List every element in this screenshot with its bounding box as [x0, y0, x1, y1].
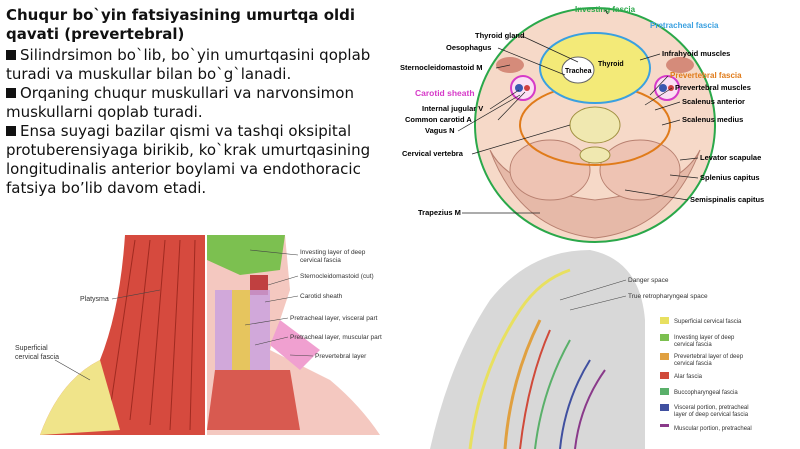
- splenius-label: Splenius capitus: [700, 173, 760, 182]
- carotid-artery-left: [524, 85, 530, 91]
- legend-swatch: [660, 353, 669, 360]
- bullet-text: Silindrsimon bo`lib, bo`yin umurtqasini …: [6, 46, 371, 83]
- superficial-fascia-label-2: cervical fascia: [15, 354, 59, 361]
- vertebra-process: [579, 146, 611, 164]
- legend-label: Visceral portion, pretracheal: [674, 405, 749, 411]
- visceral-line: [559, 359, 591, 449]
- prevertebral-muscles-label: Prevertebral muscles: [675, 83, 751, 92]
- legend-label: Investing layer of deep: [674, 335, 735, 341]
- carotid-sheath-label-2: Carotid sheath: [300, 293, 343, 300]
- slide-title: Chuqur bo`yin fatsiyasining umurtqa oldi…: [6, 6, 356, 43]
- scm-right: [666, 57, 694, 73]
- scm-cut-label: Sternocleidomastoid (cut): [300, 273, 374, 280]
- thyroid-gland-label: Thyroid gland: [475, 31, 525, 40]
- jugular-vein-right: [659, 84, 667, 92]
- superficial-fascia: [40, 360, 120, 435]
- vagus-label: Vagus N: [425, 126, 455, 135]
- bullet-text: Orqaning chuqur muskullari va narvonsimo…: [6, 84, 354, 121]
- bullet-item: Ensa suyagi bazilar qismi va tashqi oksi…: [6, 122, 396, 198]
- cross-section-figure: Trachea Thyroid Investing fascia Pretrac…: [400, 0, 800, 245]
- leader-lines: [457, 9, 699, 214]
- neck-anterior-figure: Platysma Superficial cervical fascia Inv…: [0, 230, 400, 449]
- legend-swatch: [660, 334, 669, 341]
- prevertebral-line: [503, 319, 542, 449]
- bullet-item: Silindrsimon bo`lib, bo`yin umurtqasini …: [6, 46, 396, 84]
- vertebra-label: Cervical vertebra: [402, 149, 464, 158]
- danger-space-label: Danger space: [628, 277, 669, 284]
- legend-label: Muscular portion, pretracheal: [674, 426, 752, 432]
- prevertebral-layer-label: Prevertebral layer: [315, 353, 367, 360]
- sagittal-figure: Danger space True retropharyngeal space …: [410, 240, 800, 449]
- neck-leader-lines: [54, 249, 314, 381]
- bullet-square-icon: [6, 50, 16, 60]
- bullet-text: Ensa suyagi bazilar qismi va tashqi oksi…: [6, 122, 371, 197]
- prevertebral-fascia-label: Prevertebral fascia: [670, 71, 742, 80]
- splenius-muscle-right: [599, 139, 681, 201]
- legend-swatch: [660, 388, 669, 395]
- trachea-shape: [561, 56, 595, 84]
- jugular-vein-left: [515, 84, 523, 92]
- prevertebral-region: [270, 320, 320, 370]
- scalenus-anterior-label: Scalenus anterior: [682, 97, 745, 106]
- oesophagus-label: Oesophagus: [446, 43, 491, 52]
- pretracheal-fascia-label: Pretracheal fascia: [650, 21, 719, 30]
- superficial-fascia-label-1: Superficial: [15, 345, 48, 352]
- bullet-square-icon: [6, 126, 16, 136]
- legend: Superficial cervical fascia Investing la…: [660, 317, 752, 432]
- investing-label-1: Investing layer of deep: [300, 249, 366, 256]
- bullet-square-icon: [6, 88, 16, 98]
- thyroid-inner-label: Thyroid: [598, 61, 624, 68]
- sagittal-illustration: Danger space True retropharyngeal space …: [430, 250, 752, 449]
- danger-leader: [559, 279, 627, 301]
- text-block: Chuqur bo`yin fatsiyasining umurtqa oldi…: [6, 6, 396, 198]
- muscular-line: [574, 369, 606, 449]
- infrahyoid-label: Infrahyoid muscles: [662, 49, 730, 58]
- retro-leader: [569, 295, 627, 311]
- head-neck-silhouette: [430, 250, 645, 449]
- legend-swatch: [660, 372, 669, 379]
- muscle-lower: [207, 370, 300, 430]
- vertebra-body: [569, 106, 621, 144]
- trapezius-label: Trapezius M: [418, 208, 461, 217]
- legend-label: Prevertebral layer of deep: [674, 354, 744, 360]
- semispinalis-label: Semispinalis capitus: [690, 195, 764, 204]
- scalenus-medius-label: Scalenus medius: [682, 115, 743, 124]
- legend-swatch: [660, 404, 669, 411]
- pretracheal-fascia-outline: [539, 32, 651, 104]
- splenius-muscle-left: [509, 139, 591, 201]
- trachea-label: Trachea: [565, 68, 592, 75]
- visceral-part: [232, 290, 250, 370]
- scm-label: Sternocleidomastoid M: [400, 63, 483, 72]
- cross-section-illustration: Trachea Thyroid Investing fascia Pretrac…: [400, 5, 764, 243]
- common-carotid-label: Common carotid A: [405, 115, 472, 124]
- legend-label-2: layer of deep cervical fascia: [674, 412, 749, 418]
- retropharyngeal-label: True retropharyngeal space: [628, 293, 708, 300]
- legend-label-2: cervical fascia: [674, 361, 712, 367]
- pretracheal-visceral-label: Pretracheal layer, visceral part: [290, 315, 378, 322]
- carotid-sheath-label: Carotid sheath: [415, 88, 475, 98]
- buccopharyngeal-line: [534, 339, 571, 449]
- platysma-label: Platysma: [80, 296, 109, 303]
- investing-fascia-label: Investing fascia: [575, 5, 636, 14]
- legend-swatch: [660, 424, 669, 427]
- levator-label: Levator scapulae: [700, 153, 761, 162]
- internal-jugular-label: Internal jugular V: [422, 104, 483, 113]
- legend-label: Buccopharyngeal fascia: [674, 390, 738, 396]
- bullet-item: Orqaning chuqur muskullari va narvonsimo…: [6, 84, 396, 122]
- legend-label: Alar fascia: [674, 374, 703, 380]
- pretracheal-muscular-label: Pretracheal layer, muscular part: [290, 334, 382, 341]
- legend-label: Superficial cervical fascia: [674, 319, 742, 325]
- platysma-fibers: [109, 239, 196, 431]
- legend-label-2: cervical fascia: [674, 342, 712, 348]
- superficial-line: [468, 268, 571, 449]
- neck-anterior-illustration: Platysma Superficial cervical fascia Inv…: [15, 235, 382, 435]
- alar-line: [519, 329, 551, 449]
- investing-label-2: cervical fascia: [300, 257, 341, 264]
- legend-swatch: [660, 317, 669, 324]
- investing-layer: [207, 235, 285, 275]
